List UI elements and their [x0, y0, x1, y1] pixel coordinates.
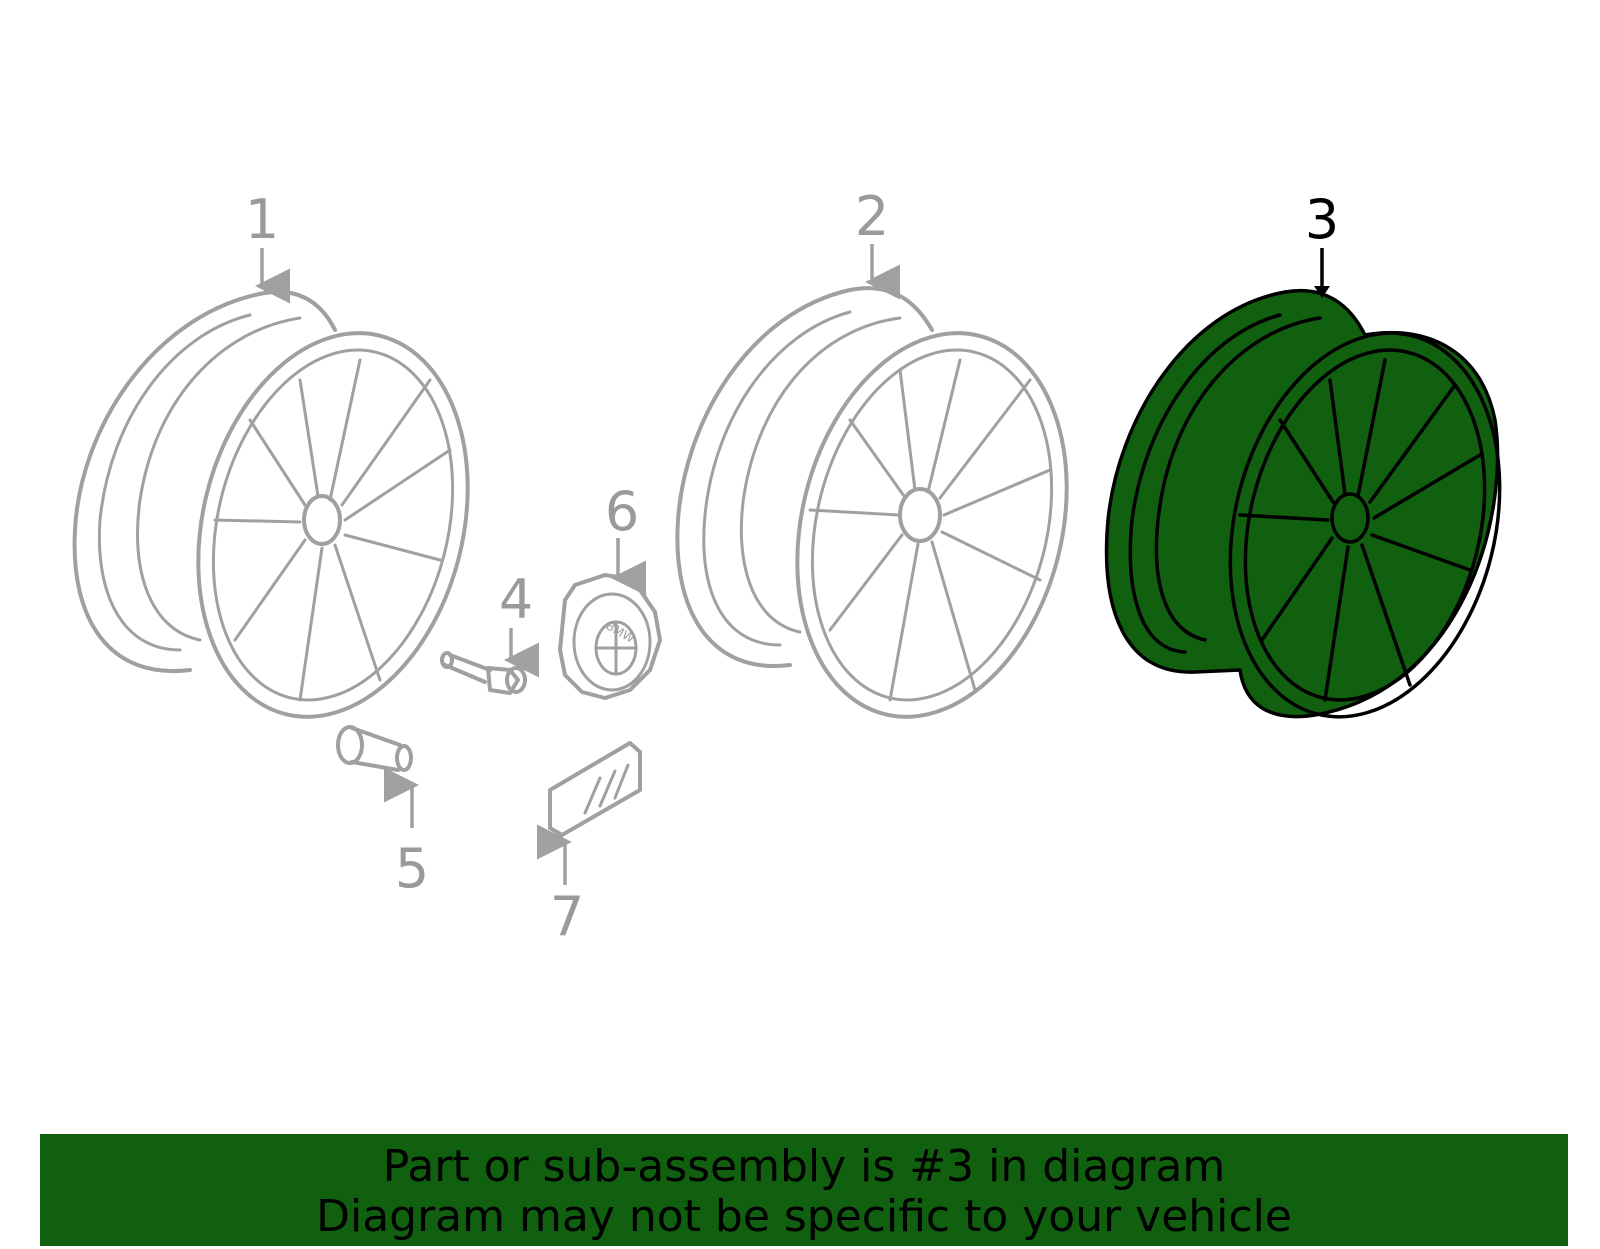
valve-stem-part-5[interactable] [336, 725, 413, 772]
callout-2[interactable]: 2 [855, 185, 889, 248]
center-cap-part-6[interactable]: BMW [558, 573, 662, 700]
banner-line-2: Diagram may not be specific to your vehi… [316, 1191, 1292, 1242]
wheel-part-1[interactable] [72, 289, 507, 746]
info-banner: Part or sub-assembly is #3 in diagram Di… [40, 1134, 1568, 1246]
callout-5[interactable]: 5 [395, 837, 429, 900]
callout-arrows [255, 244, 1330, 885]
callout-6[interactable]: 6 [605, 480, 639, 543]
badge-part-7[interactable] [548, 741, 642, 837]
callout-4[interactable]: 4 [499, 568, 533, 631]
callout-3-selected[interactable]: 3 [1305, 188, 1339, 251]
wheel-part-3-selected[interactable] [1104, 288, 1539, 746]
banner-line-1: Part or sub-assembly is #3 in diagram [382, 1141, 1226, 1192]
wheel-part-2[interactable] [675, 286, 1105, 746]
callout-7[interactable]: 7 [550, 885, 584, 948]
callout-1[interactable]: 1 [245, 188, 279, 251]
